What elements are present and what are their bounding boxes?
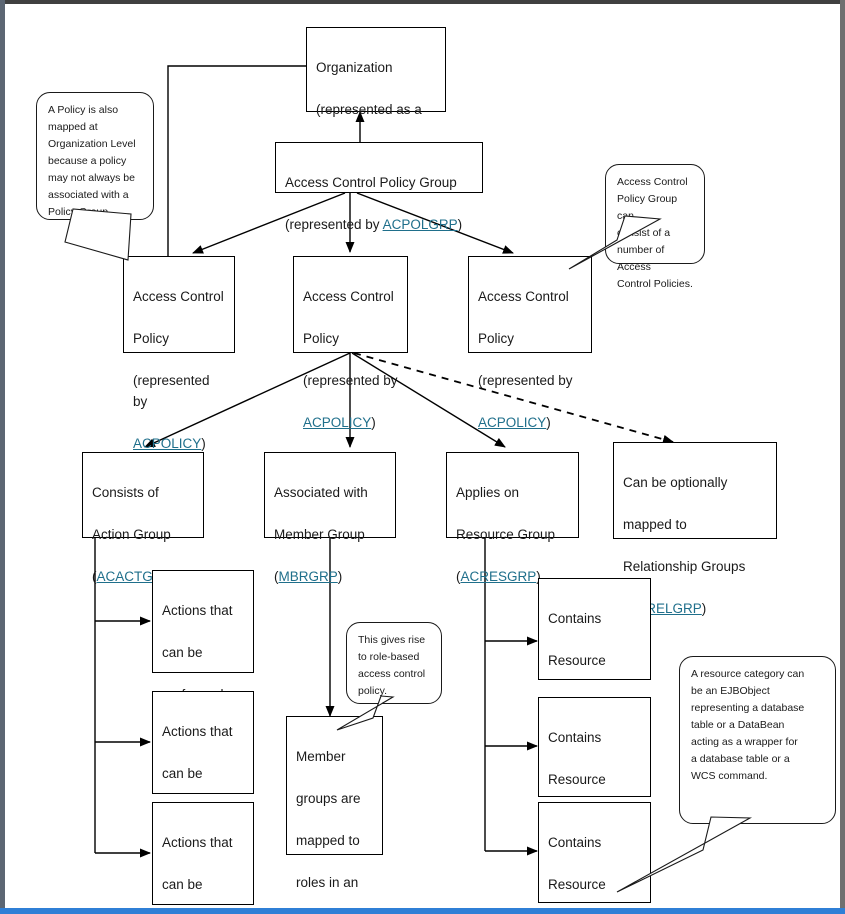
- node-action-2[interactable]: Actions that can be performed (ACACTION): [152, 691, 254, 865]
- organization-line2: (represented as a: [316, 102, 422, 117]
- window-border-top: [0, 0, 845, 4]
- node-access-control-policy-group[interactable]: Access Control Policy Group (represented…: [275, 142, 483, 232]
- relationship-group-line3: Relationship Groups: [623, 559, 746, 574]
- policy2-line3: (represented by: [303, 373, 398, 388]
- callout-tail-resource-category: [616, 816, 753, 893]
- callout-resource-category: A resource category can be an EJBObject …: [679, 656, 836, 824]
- relationship-group-line1: Can be optionally: [623, 475, 728, 490]
- rescat1-line1: Contains: [548, 611, 602, 626]
- policy3-ref-acpolicy[interactable]: ACPOLICY: [478, 415, 547, 430]
- action-group-line2: Action Group: [92, 527, 171, 542]
- callout-tail-policy-group: [568, 215, 662, 270]
- node-resource-category-2[interactable]: Contains Resource Category (ACRESCGRY): [538, 697, 651, 871]
- policy2-tail: ): [371, 415, 376, 430]
- rescat3-line1: Contains: [548, 835, 602, 850]
- policy2-line2: Policy: [303, 331, 340, 346]
- resource-group-tail: ): [536, 569, 541, 584]
- policy1-line2: Policy: [133, 331, 170, 346]
- action1-line1: Actions that: [162, 603, 233, 618]
- member-role-line1: Member: [296, 749, 346, 764]
- member-group-ref-mbrgrp[interactable]: MBRGRP: [278, 569, 338, 584]
- policy-group-line1: Access Control Policy Group: [285, 175, 457, 190]
- node-action-3[interactable]: Actions that can be performed (ACACTION): [152, 802, 254, 905]
- rescat2-line2: Resource: [548, 772, 606, 787]
- action1-line2: can be: [162, 645, 203, 660]
- node-action-1[interactable]: Actions that can be performed (ACACTION): [152, 570, 254, 744]
- node-member-group[interactable]: Associated with Member Group (MBRGRP): [264, 452, 396, 584]
- policy1-ref-acpolicy[interactable]: ACPOLICY: [133, 436, 202, 451]
- action-group-open: (: [92, 569, 97, 584]
- node-resource-group[interactable]: Applies on Resource Group (ACRESGRP): [446, 452, 579, 584]
- member-group-line1: Associated with: [274, 485, 368, 500]
- member-role-line4: roles in an: [296, 875, 359, 890]
- policy2-ref-acpolicy[interactable]: ACPOLICY: [303, 415, 372, 430]
- member-group-line2: Member Group: [274, 527, 365, 542]
- resource-group-ref-acresgrp[interactable]: ACRESGRP: [460, 569, 537, 584]
- node-access-control-policy-3[interactable]: Access Control Policy (represented by AC…: [468, 256, 592, 430]
- resource-group-line1: Applies on: [456, 485, 520, 500]
- resource-group-open: (: [456, 569, 461, 584]
- policy1-line1: Access Control: [133, 289, 224, 304]
- member-group-open: (: [274, 569, 279, 584]
- relationship-group-tail: ): [701, 601, 707, 616]
- rescat1-line2: Resource: [548, 653, 606, 668]
- callout-policy-organization: A Policy is also mapped at Organization …: [36, 92, 154, 220]
- window-border-right: [840, 0, 845, 914]
- window-border-bottom: [0, 908, 845, 914]
- policy3-line2: Policy: [478, 331, 515, 346]
- action2-line2: can be: [162, 766, 203, 781]
- callout-policy-group: Access Control Policy Group can consist …: [605, 164, 705, 290]
- diagram-canvas: A Policy is also mapped at Organization …: [5, 4, 840, 908]
- node-access-control-policy-1[interactable]: Access Control Policy (represented by AC…: [123, 256, 235, 451]
- window-border-left: [0, 0, 5, 914]
- policy3-line1: Access Control: [478, 289, 569, 304]
- policy-group-line2-prefix: (represented by: [285, 217, 383, 232]
- action3-line2: can be: [162, 877, 203, 892]
- rescat2-line1: Contains: [548, 730, 602, 745]
- node-access-control-policy-2[interactable]: Access Control Policy (represented by AC…: [293, 256, 408, 430]
- member-group-tail: ): [337, 569, 343, 584]
- resource-group-line2: Resource Group: [456, 527, 556, 542]
- policy-group-ref-acpolgrp[interactable]: ACPOLGRP: [382, 217, 458, 232]
- node-relationship-group[interactable]: Can be optionally mapped to Relationship…: [613, 442, 777, 616]
- callout-tail-policy-org: [64, 208, 132, 261]
- rescat3-line2: Resource: [548, 877, 606, 892]
- organization-line1: Organization: [316, 60, 393, 75]
- action2-line1: Actions that: [162, 724, 233, 739]
- action3-line1: Actions that: [162, 835, 233, 850]
- node-action-group[interactable]: Consists of Action Group (ACACTGRP): [82, 452, 204, 584]
- policy3-tail: ): [546, 415, 551, 430]
- policy1-line3: (represented by: [133, 373, 210, 409]
- callout-role-based: This gives rise to role-based access con…: [346, 622, 442, 704]
- node-resource-category-3[interactable]: Contains Resource Category (ACRESCGRY): [538, 802, 651, 903]
- member-role-line3: mapped to: [296, 833, 360, 848]
- node-resource-category-1[interactable]: Contains Resource Category (ACRESCGRY): [538, 578, 651, 752]
- callout-tail-role-based: [336, 695, 395, 731]
- policy3-line3: (represented by: [478, 373, 573, 388]
- relationship-group-line2: mapped to: [623, 517, 687, 532]
- action-group-line1: Consists of: [92, 485, 159, 500]
- node-member-role[interactable]: Member groups are mapped to roles in an …: [286, 716, 383, 890]
- policy2-line1: Access Control: [303, 289, 394, 304]
- policy1-tail: ): [201, 436, 206, 451]
- policy-group-tail: ): [457, 217, 463, 232]
- member-role-line2: groups are: [296, 791, 361, 806]
- node-organization[interactable]: Organization (represented as a MEMBER): [306, 27, 446, 159]
